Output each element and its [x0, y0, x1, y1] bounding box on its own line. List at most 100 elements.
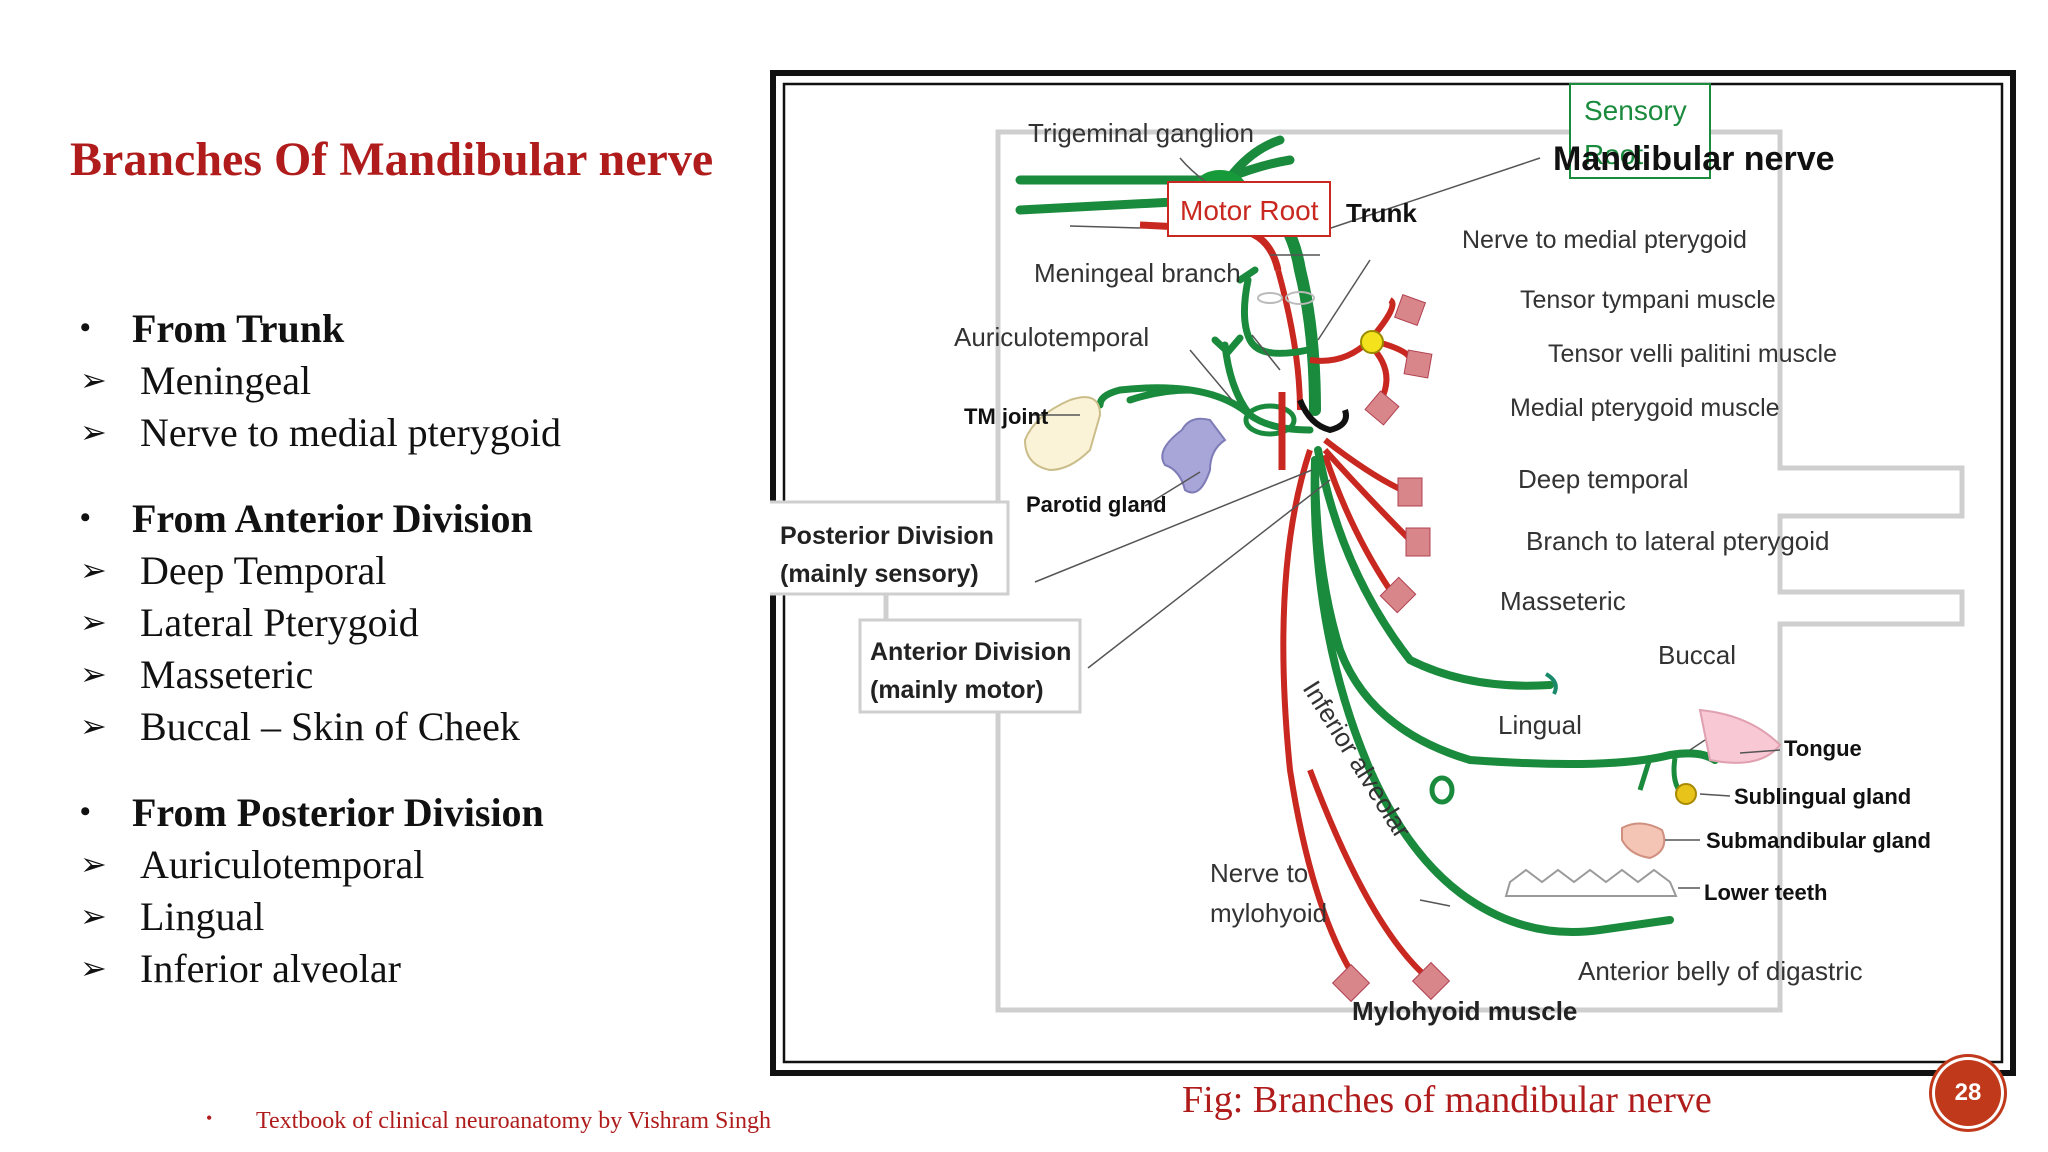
outline-item: Lingual: [140, 893, 265, 939]
section-trunk: • From Trunk ➢ Meningeal ➢ Nerve to medial …: [80, 302, 760, 458]
medial-pterygoid-muscle-icon: [1364, 390, 1400, 426]
trunk-motor: [1275, 269, 1303, 411]
reference-text: Textbook of clinical neuroanatomy by Vis…: [256, 1108, 772, 1134]
label-mylohyoid-muscle: Mylohyoid muscle: [1352, 996, 1577, 1026]
submandibular-ganglion-loop: [1429, 775, 1455, 805]
digastric-muscle-icon: [1411, 961, 1451, 1001]
label-buccal: Buccal: [1658, 640, 1736, 670]
bullet-dot-icon: •: [80, 311, 91, 344]
label-tensor-tympani: Tensor tympani muscle: [1520, 286, 1776, 314]
division-junction-mark: [1297, 398, 1349, 434]
label-meningeal-branch: Meningeal branch: [1034, 258, 1241, 288]
label-posterior-division-2: (mainly sensory): [780, 560, 979, 588]
tongue-shape: [1698, 708, 1782, 764]
anterior-motor-branches: [1322, 437, 1413, 592]
label-lingual: Lingual: [1498, 710, 1582, 740]
meningeal-branch-nerve: [1236, 266, 1312, 357]
posterior-division-box: [766, 500, 1010, 596]
page-number-badge: 28: [1935, 1060, 2001, 1126]
label-nerve-to-medial-pterygoid: Nerve to medial pterygoid: [1462, 226, 1747, 254]
lingual-nerve: [1311, 456, 1719, 768]
label-trunk: Trunk: [1346, 198, 1417, 228]
arrow-bullet-icon: ➢: [80, 708, 107, 744]
label-sublingual-gland: Sublingual gland: [1734, 784, 1911, 809]
motor-root-box: [1167, 181, 1331, 237]
bullet-dot-icon: •: [80, 501, 91, 534]
section-heading: From Anterior Division: [132, 495, 533, 541]
slide-title: Branches Of Mandibular nerve: [70, 133, 714, 186]
label-motor-root: Motor Root: [1180, 195, 1319, 226]
branch-outline: • From Trunk ➢ Meningeal ➢ Nerve to medial …: [80, 302, 760, 1004]
label-deep-temporal: Deep temporal: [1518, 464, 1689, 494]
label-parotid-gland: Parotid gland: [1026, 492, 1167, 517]
section-heading: From Posterior Division: [132, 789, 544, 835]
auriculotemporal-nerve: [1096, 334, 1314, 434]
label-trigeminal-ganglion: Trigeminal ganglion: [1028, 118, 1254, 148]
buccal-end-icon: [1544, 672, 1558, 695]
outline-item: Auriculotemporal: [140, 841, 425, 887]
arrow-bullet-icon: ➢: [80, 552, 107, 588]
label-tm-joint: TM joint: [964, 404, 1049, 429]
parotid-gland-shape: [1161, 417, 1227, 494]
deep-temporal-muscle-icon: [1397, 477, 1423, 507]
label-tensor-velli: Tensor velli palitini muscle: [1548, 340, 1837, 368]
tensor-tympani-muscle-icon: [1393, 293, 1427, 327]
label-nerve-to-mylohyoid-2: mylohyoid: [1210, 898, 1327, 928]
outline-item: Nerve to medial pterygoid: [140, 409, 561, 455]
label-branch-lateral-pterygoid: Branch to lateral pterygoid: [1526, 526, 1830, 556]
foramen-ovale-icon: [1285, 291, 1315, 305]
outline-item: Inferior alveolar: [140, 945, 401, 991]
outline-item: Meningeal: [140, 357, 312, 403]
reference-bullet-icon: •: [206, 1108, 213, 1128]
leader-lines: [1030, 157, 1781, 907]
masseteric-muscle-icon: [1379, 576, 1417, 614]
arrow-bullet-icon: ➢: [80, 362, 107, 398]
label-sensory-root: Sensory: [1584, 95, 1687, 126]
arrow-bullet-icon: ➢: [80, 846, 107, 882]
middle-meningeal-loop: [1243, 403, 1297, 437]
submandibular-gland-icon: [1621, 822, 1666, 860]
sublingual-gland-icon: [1675, 783, 1697, 805]
label-anterior-division-2: (mainly motor): [870, 676, 1044, 704]
label-masseteric: Masseteric: [1500, 586, 1626, 616]
lower-teeth-shape: [1504, 868, 1678, 897]
label-submandibular-gland: Submandibular gland: [1706, 828, 1931, 853]
arrow-bullet-icon: ➢: [80, 898, 107, 934]
lateral-pterygoid-muscle-icon: [1405, 527, 1431, 557]
bullet-dot-icon: •: [80, 795, 91, 828]
otic-ganglion-icon: [1360, 330, 1384, 354]
label-medial-pterygoid-muscle: Medial pterygoid muscle: [1510, 394, 1780, 422]
outline-item: Buccal – Skin of Cheek: [140, 703, 520, 749]
arrow-bullet-icon: ➢: [80, 656, 107, 692]
label-anterior-division: Anterior Division: [870, 638, 1071, 666]
arrow-bullet-icon: ➢: [80, 604, 107, 640]
outline-item: Lateral Pterygoid: [140, 599, 419, 645]
outline-item: Masseteric: [140, 651, 314, 697]
foramen-spinosum-icon: [1257, 292, 1283, 304]
sensory-root-box: [1569, 83, 1711, 179]
mylohyoid-muscle-icon: [1331, 963, 1371, 1003]
mylohyoid-motor-nerves: [1280, 449, 1432, 983]
label-auriculotemporal: Auriculotemporal: [954, 322, 1149, 352]
section-anterior: • From Anterior Division ➢ Deep Temporal ➢…: [80, 492, 760, 752]
arrow-bullet-icon: ➢: [80, 414, 107, 450]
section-heading: From Trunk: [132, 305, 345, 351]
label-posterior-division: Posterior Division: [780, 522, 994, 550]
figure-caption: Fig: Branches of mandibular nerve: [1182, 1079, 1712, 1121]
label-sensory-root-2: Root: [1584, 139, 1643, 170]
mandibular-nerve-figure: Trigeminal ganglion Sensory Root Mandibu…: [766, 70, 2016, 1076]
label-lower-teeth: Lower teeth: [1704, 880, 1827, 905]
tensor-velli-muscle-icon: [1403, 349, 1433, 379]
section-posterior: • From Posterior Division ➢ Auriculotempor…: [80, 786, 760, 994]
label-tongue: Tongue: [1784, 736, 1862, 761]
buccal-nerve: [1314, 446, 1554, 690]
arrow-bullet-icon: ➢: [80, 950, 107, 986]
anterior-division-box: [858, 618, 1082, 714]
label-nerve-to-mylohyoid: Nerve to: [1210, 858, 1308, 888]
label-mandibular-nerve: Mandibular nerve: [1553, 140, 1835, 178]
page-number: 28: [1954, 1079, 1982, 1106]
outline-item: Deep Temporal: [140, 547, 387, 593]
inferior-alveolar-nerve: [1310, 456, 1674, 936]
label-anterior-belly-digastric: Anterior belly of digastric: [1578, 956, 1863, 986]
sensory-root-fibers: [1015, 135, 1295, 215]
